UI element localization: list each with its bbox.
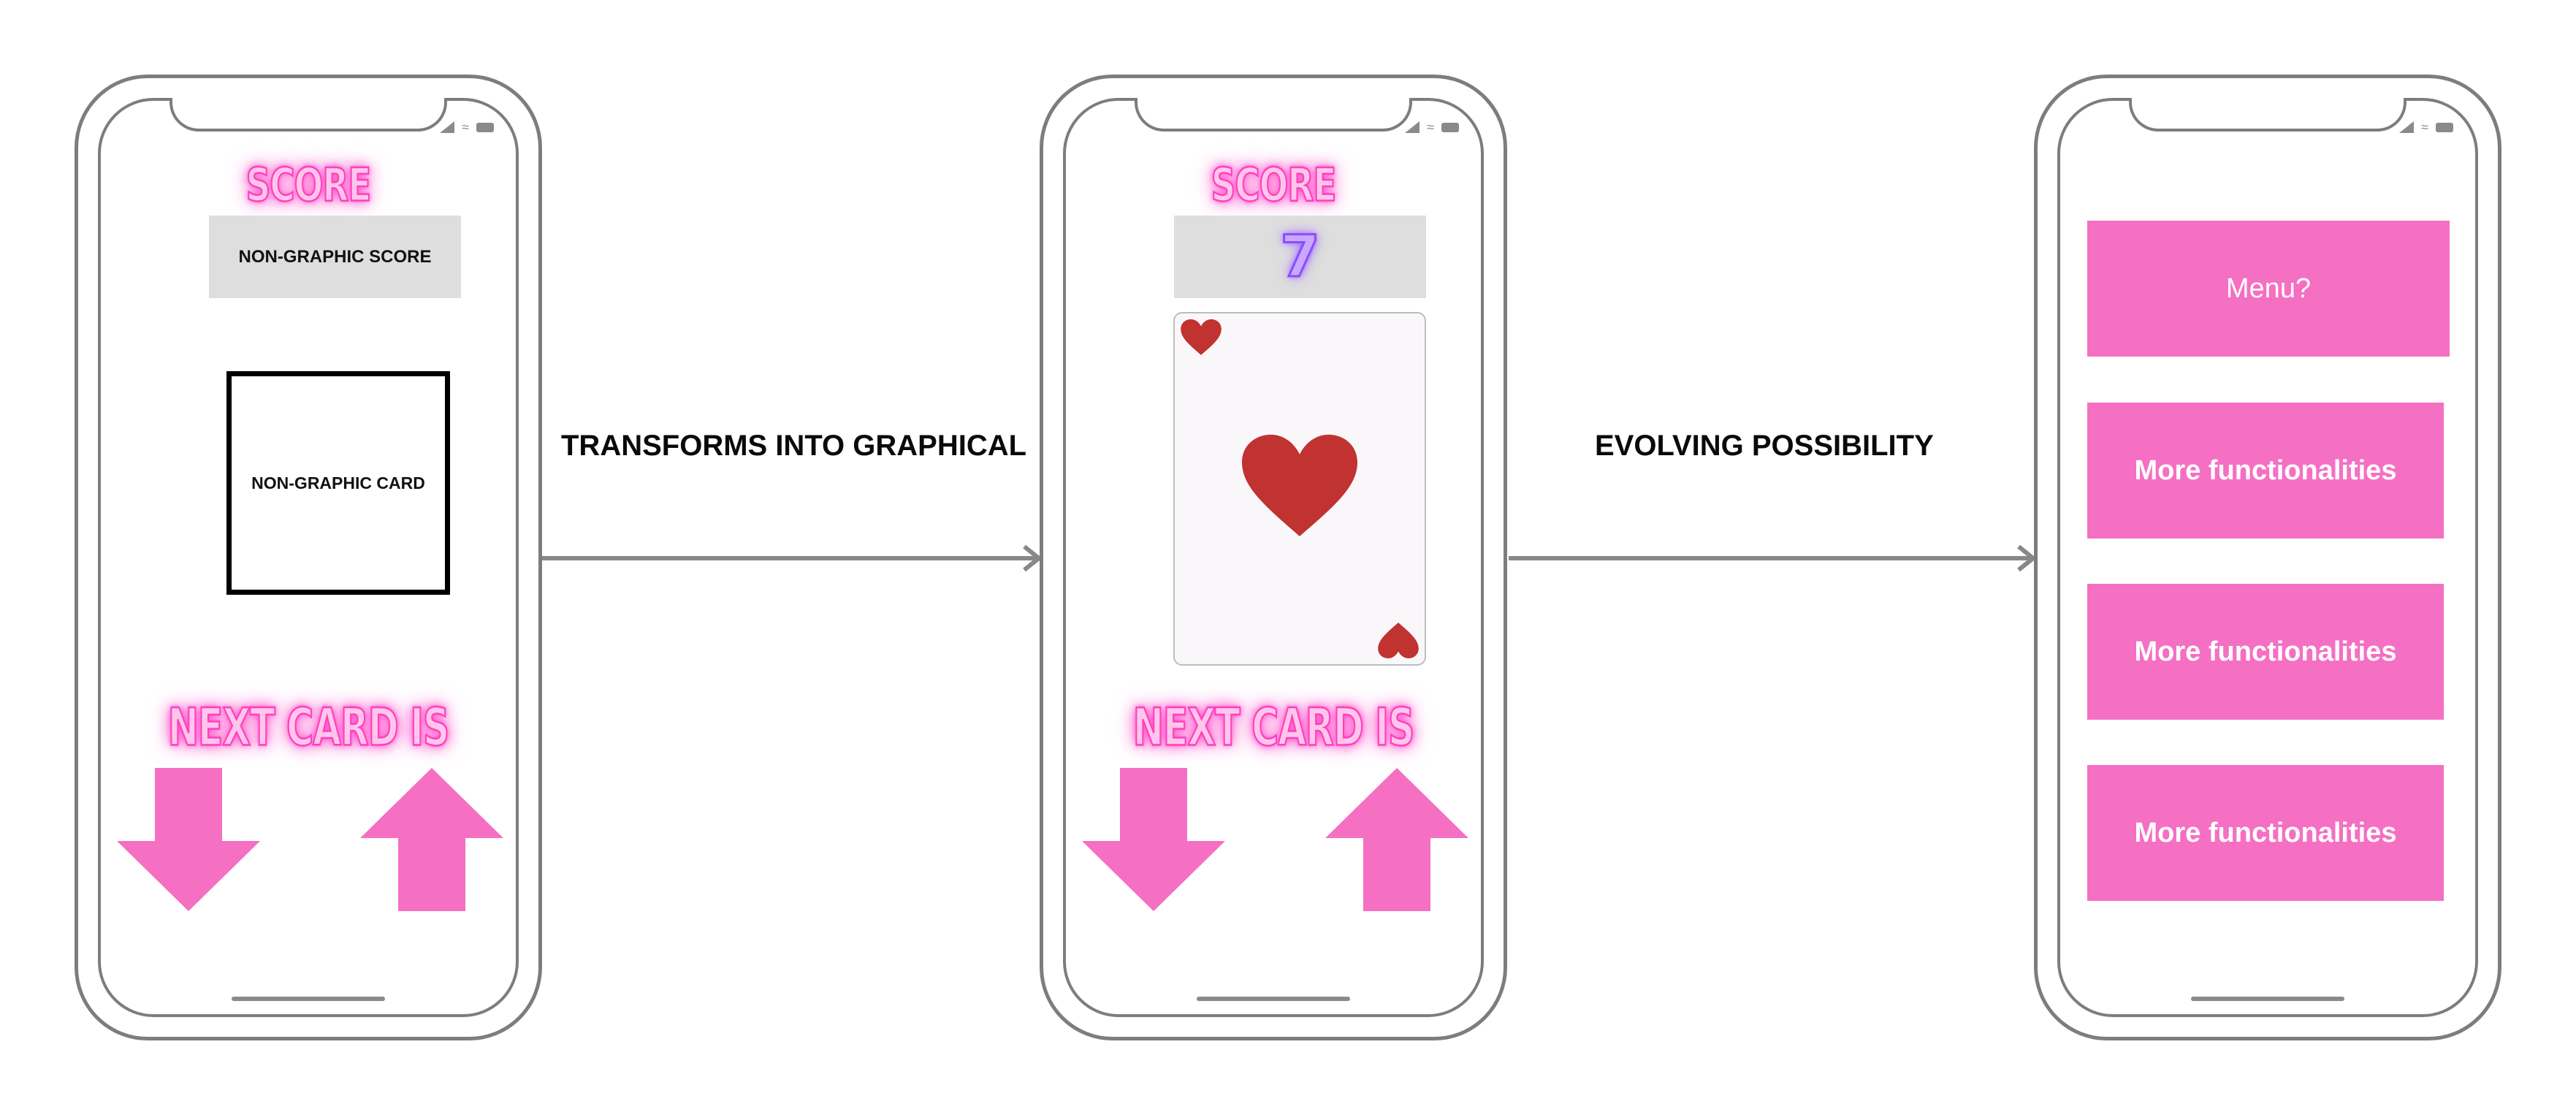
phone-screen: ≈ SCORE NON-GRAPHIC SCORE NON-GRAPHIC CA… <box>98 98 519 1017</box>
card-placeholder[interactable]: NON-GRAPHIC CARD <box>226 371 450 595</box>
status-bar: ≈ <box>1405 120 1459 134</box>
battery-icon <box>476 122 494 132</box>
more-functionalities-button-1[interactable]: More functionalities <box>2087 403 2444 539</box>
battery-icon <box>1441 122 1459 132</box>
arrow-up-icon <box>360 768 503 911</box>
score-value: 7 <box>1279 223 1321 291</box>
phone-screen: ≈ Menu? More functionalities More functi… <box>2057 98 2478 1017</box>
wifi-icon: ≈ <box>2421 120 2428 134</box>
arrow-up-button[interactable] <box>360 768 503 911</box>
connector-arrow-1 <box>542 544 1043 572</box>
card-placeholder-label: NON-GRAPHIC CARD <box>251 473 425 492</box>
home-indicator <box>1197 997 1350 1001</box>
score-title: SCORE <box>245 159 373 213</box>
connector-label-2: EVOLVING POSSIBILITY <box>1595 430 1934 462</box>
arrow-up-button[interactable] <box>1325 768 1468 911</box>
heart-icon <box>1378 623 1419 658</box>
arrow-up-icon <box>1325 768 1468 911</box>
status-bar: ≈ <box>440 120 494 134</box>
wifi-icon: ≈ <box>1427 120 1434 134</box>
phone-notch <box>2129 98 2407 132</box>
home-indicator <box>232 997 385 1001</box>
phone-non-graphic: ≈ SCORE NON-GRAPHIC SCORE NON-GRAPHIC CA… <box>75 75 542 1040</box>
wifi-icon: ≈ <box>462 120 469 134</box>
phone-notch <box>169 98 447 132</box>
status-bar: ≈ <box>2399 120 2453 134</box>
next-card-title: NEXT CARD IS <box>167 698 450 759</box>
heart-icon <box>1181 319 1222 355</box>
battery-icon <box>2436 122 2453 132</box>
phone-graphical: ≈ SCORE 7 NEXT CARD IS <box>1040 75 1507 1040</box>
heart-icon <box>1242 434 1357 536</box>
signal-icon <box>440 121 455 133</box>
phone-menu: ≈ Menu? More functionalities More functi… <box>2034 75 2501 1040</box>
signal-icon <box>1405 121 1420 133</box>
home-indicator <box>2191 997 2344 1001</box>
arrow-down-icon <box>117 768 260 911</box>
phone-screen: ≈ SCORE 7 NEXT CARD IS <box>1063 98 1484 1017</box>
next-card-title: NEXT CARD IS <box>1132 698 1415 759</box>
score-title: SCORE <box>1211 159 1338 213</box>
score-display: 7 <box>1174 216 1426 298</box>
connector-arrow-2 <box>1509 544 2035 572</box>
score-display-label: NON-GRAPHIC SCORE <box>238 246 432 267</box>
more-functionalities-button-2[interactable]: More functionalities <box>2087 584 2444 720</box>
more-functionalities-button-3[interactable]: More functionalities <box>2087 765 2444 901</box>
playing-card[interactable] <box>1173 312 1426 666</box>
score-display: NON-GRAPHIC SCORE <box>209 216 461 298</box>
arrow-down-icon <box>1082 768 1225 911</box>
menu-button[interactable]: Menu? <box>2087 221 2450 357</box>
arrow-down-button[interactable] <box>1082 768 1225 911</box>
phone-notch <box>1135 98 1412 132</box>
arrow-down-button[interactable] <box>117 768 260 911</box>
connector-label-1: TRANSFORMS INTO GRAPHICAL <box>561 430 1027 462</box>
signal-icon <box>2399 121 2415 133</box>
